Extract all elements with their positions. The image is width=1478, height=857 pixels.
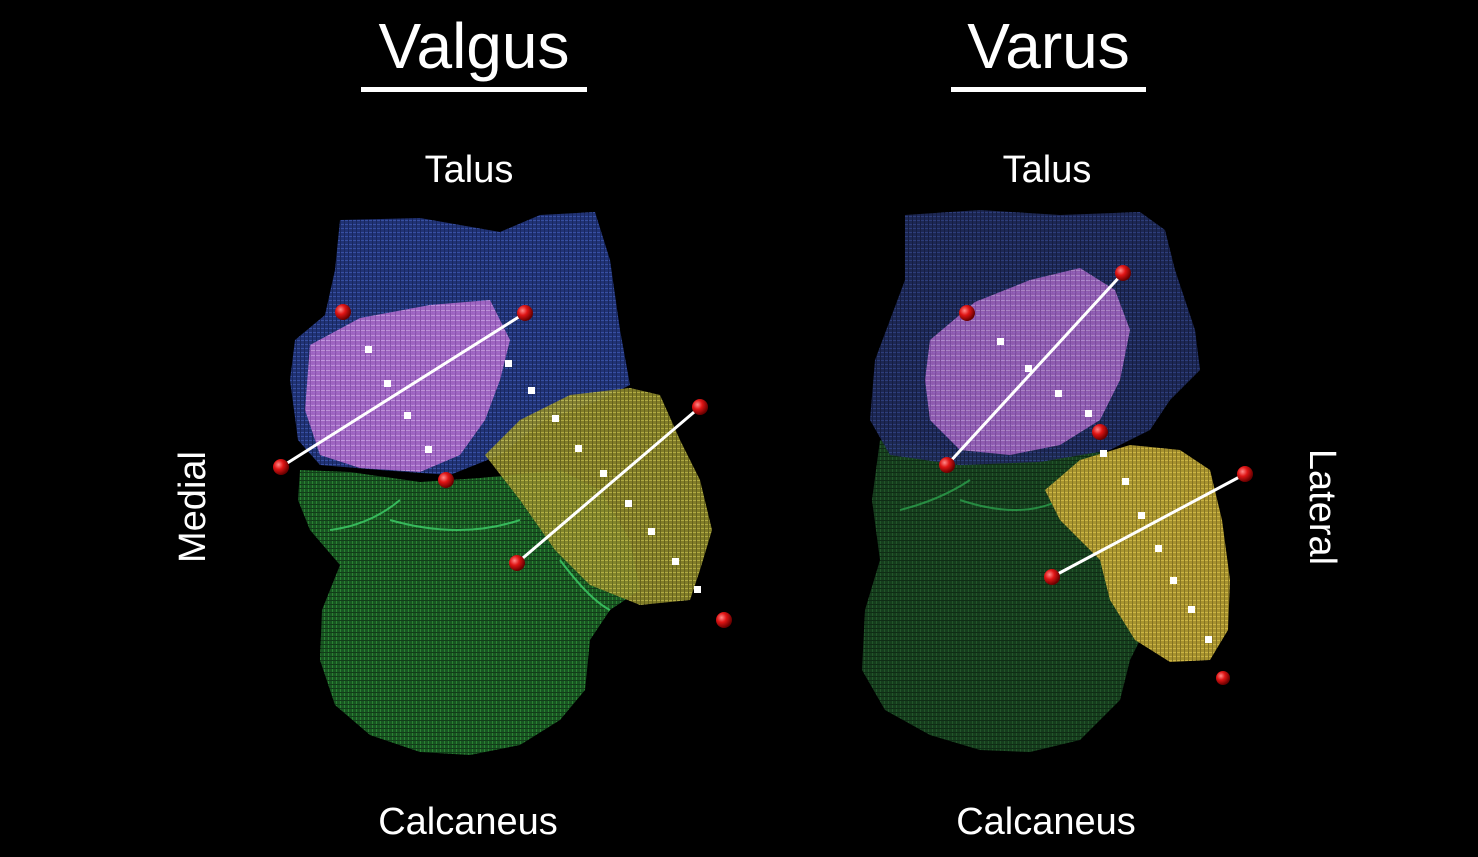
landmark-sphere-icon (517, 305, 533, 321)
valgus-title: Valgus (361, 6, 587, 92)
valgus-calcaneal-facet (485, 388, 712, 605)
valgus-calcaneus-ridge (329, 499, 611, 611)
valgus-talar-axis (280, 311, 526, 469)
medial-side-label: Medial (172, 451, 214, 563)
valgus-model (273, 212, 732, 755)
varus-title-underline (951, 87, 1146, 92)
landmark-sphere-icon (335, 304, 351, 320)
landmark-sphere-icon (716, 612, 732, 628)
landmark-sphere-icon (509, 555, 525, 571)
landmark-sphere-icon (939, 457, 955, 473)
landmark-sphere-icon (438, 472, 454, 488)
varus-marker-dots (997, 338, 1212, 643)
landmark-sphere-icon (273, 459, 289, 475)
landmark-sphere-icon (1115, 265, 1131, 281)
valgus-title-text: Valgus (378, 10, 570, 82)
valgus-landmarks (273, 304, 732, 628)
varus-talus-label: Talus (1002, 149, 1092, 191)
valgus-title-underline (361, 87, 587, 92)
valgus-calcaneal-axis (516, 405, 701, 565)
varus-calcaneal-axis (1051, 472, 1246, 579)
landmark-sphere-icon (959, 305, 975, 321)
landmark-sphere-icon (1092, 424, 1108, 440)
landmark-sphere-icon (1044, 569, 1060, 585)
landmark-sphere-icon (1216, 671, 1230, 685)
varus-calcaneal-facet (1045, 445, 1230, 662)
valgus-marker-dots (365, 346, 701, 593)
varus-calcaneus-label: Calcaneus (956, 801, 1136, 843)
varus-model (862, 210, 1253, 752)
valgus-calcaneus-label: Calcaneus (378, 801, 558, 843)
varus-talar-facet (925, 268, 1130, 455)
landmark-sphere-icon (1237, 466, 1253, 482)
varus-title-text: Varus (967, 10, 1130, 82)
landmark-sphere-icon (692, 399, 708, 415)
varus-calcaneus-ridge (899, 479, 1061, 511)
varus-title: Varus (951, 6, 1146, 92)
lateral-side-label: Lateral (1301, 448, 1343, 566)
valgus-talus-label: Talus (424, 149, 514, 191)
varus-landmarks (939, 265, 1253, 685)
varus-talar-axis (945, 271, 1125, 467)
